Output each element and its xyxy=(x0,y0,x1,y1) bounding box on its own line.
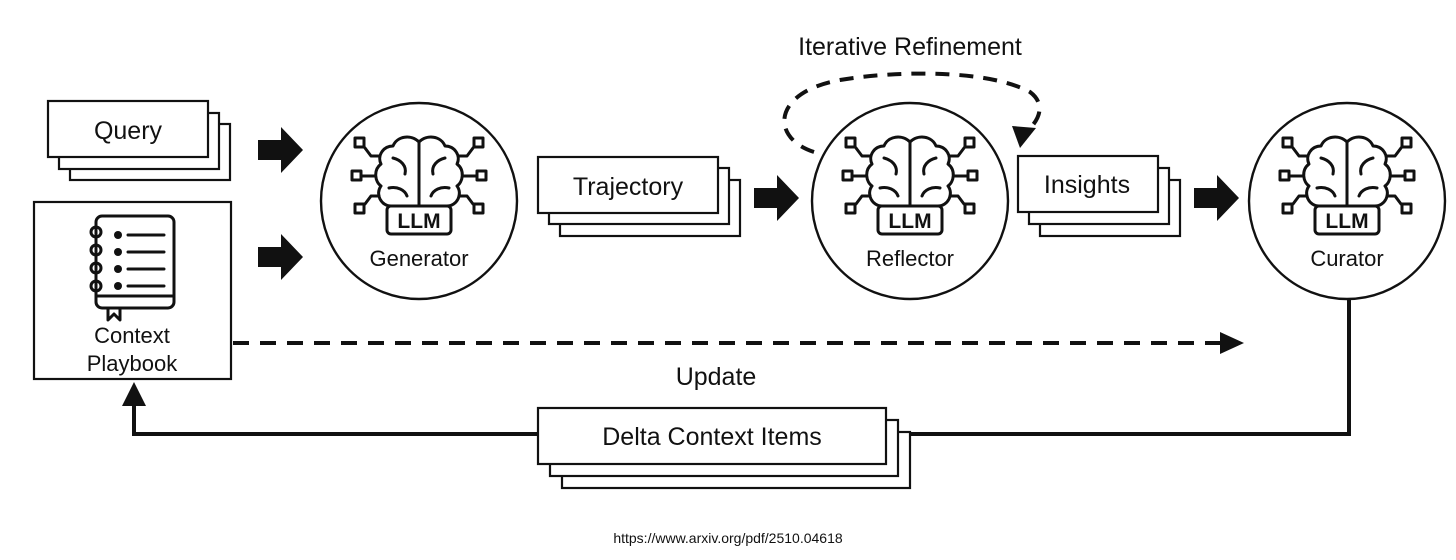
arrow-trajectory-to-reflector xyxy=(754,175,799,221)
arrow-insights-to-curator xyxy=(1194,175,1239,221)
loop-arrowhead xyxy=(1012,126,1036,148)
reflector-node: LLM Reflector xyxy=(810,101,1010,301)
llm-badge: LLM xyxy=(397,210,440,233)
insights-label: Insights xyxy=(1044,171,1130,199)
playbook-label-line2: Playbook xyxy=(87,351,179,376)
context-playbook-box: Context Playbook xyxy=(32,200,233,381)
update-label: Update xyxy=(676,363,757,391)
arrow-query-to-generator xyxy=(258,127,303,173)
query-label: Query xyxy=(94,117,163,145)
llm-badge: LLM xyxy=(888,210,931,233)
reflector-label: Reflector xyxy=(866,246,954,271)
query-card: Query xyxy=(46,99,232,182)
iterative-refinement-label: Iterative Refinement xyxy=(798,33,1022,61)
delta-context-label: Delta Context Items xyxy=(602,423,822,451)
generator-node: LLM Generator xyxy=(319,101,519,301)
generator-label: Generator xyxy=(369,246,468,271)
arrow-playbook-to-generator xyxy=(258,234,303,280)
curator-node: LLM Curator xyxy=(1247,101,1447,301)
insights-card: Insights xyxy=(1016,154,1182,238)
trajectory-label: Trajectory xyxy=(573,173,684,201)
delta-context-card: Delta Context Items xyxy=(536,406,912,490)
feedback-arrowhead xyxy=(122,382,146,406)
playbook-label-line1: Context xyxy=(94,323,170,348)
iterative-refinement-loop: Iterative Refinement xyxy=(782,33,1042,154)
curator-label: Curator xyxy=(1310,246,1383,271)
source-url: https://www.arxiv.org/pdf/2510.04618 xyxy=(613,530,843,546)
llm-badge: LLM xyxy=(1325,210,1368,233)
notebook-icon xyxy=(89,214,176,322)
trajectory-card: Trajectory xyxy=(536,155,742,238)
update-arrow: Update xyxy=(233,332,1244,391)
